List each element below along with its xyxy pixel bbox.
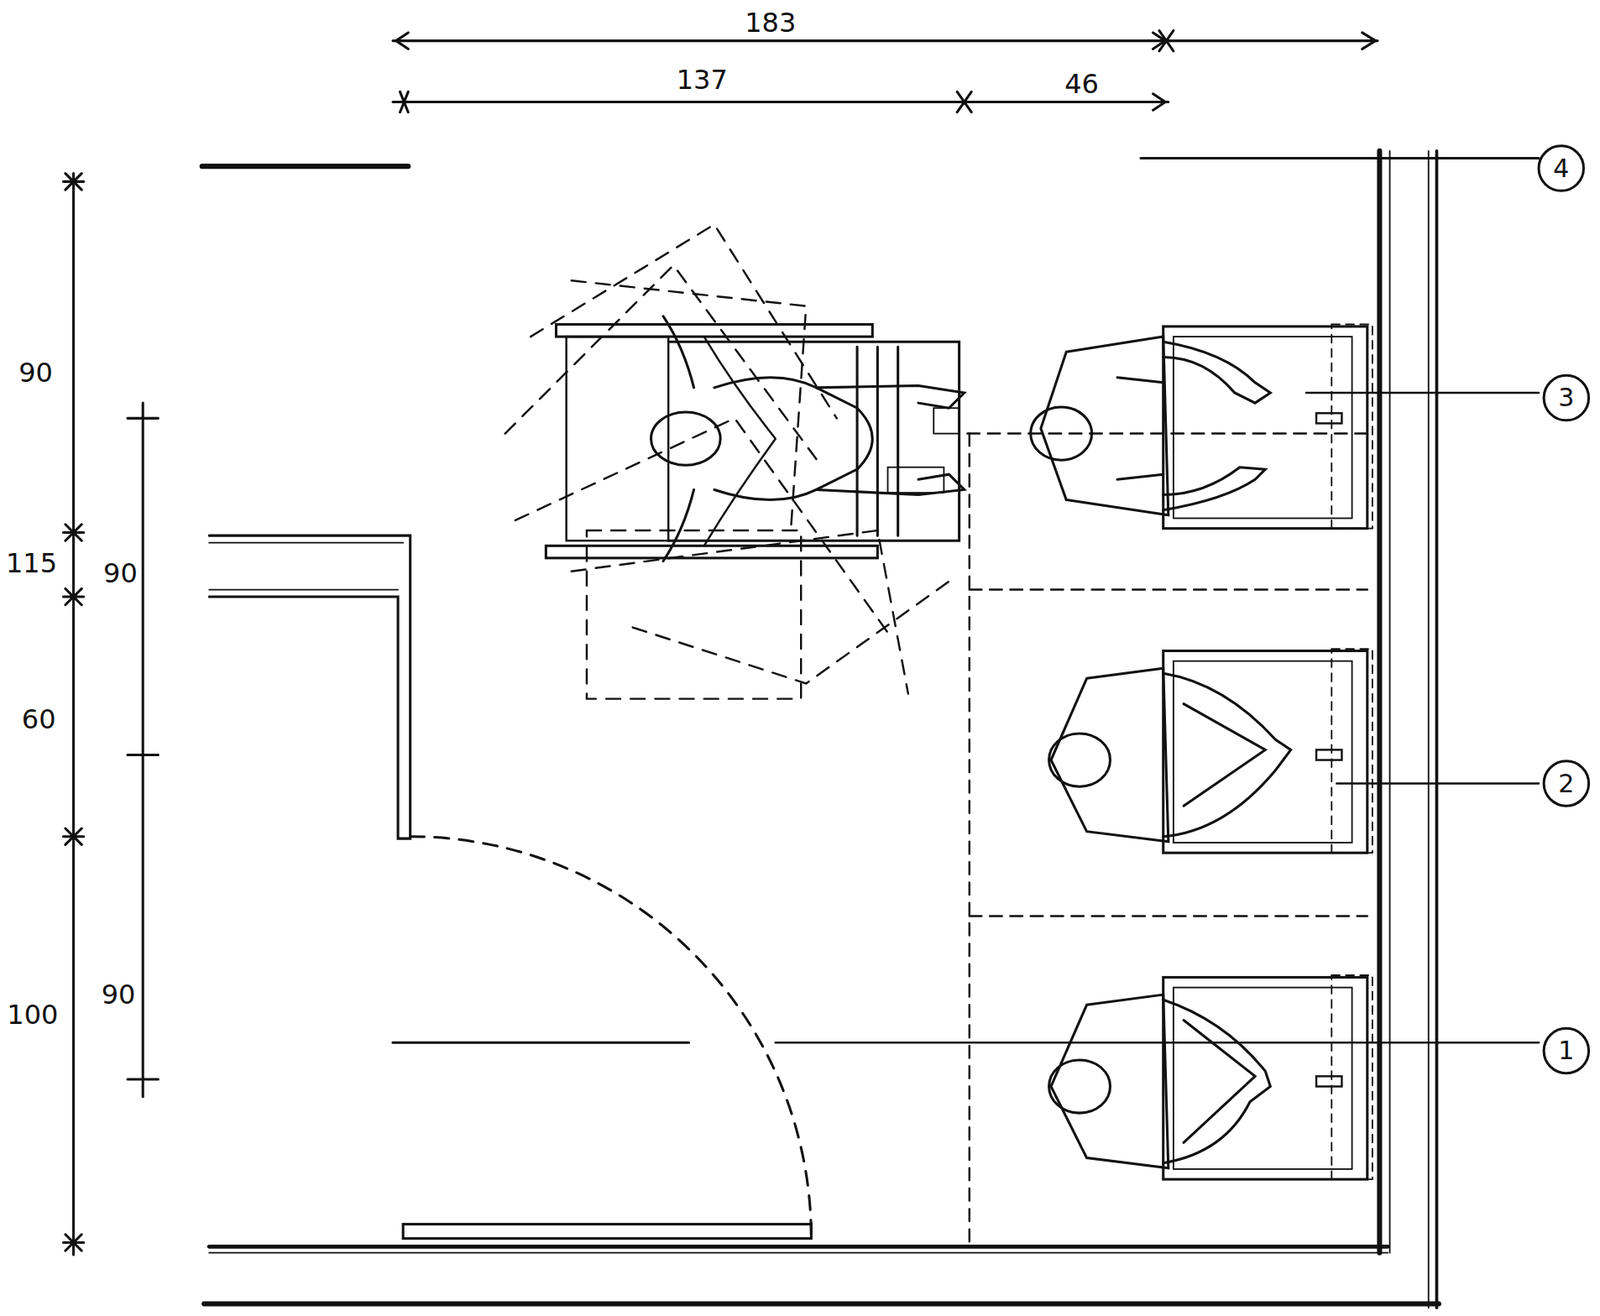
- callout-number: 4: [1552, 156, 1569, 182]
- dimension-text: 90: [15, 358, 56, 387]
- dimension-text: 100: [4, 1000, 61, 1030]
- dimension-text: 60: [19, 705, 59, 734]
- callout-number: 1: [1558, 1038, 1574, 1064]
- dimension-text: 183: [742, 8, 799, 37]
- dimension-text: 115: [3, 549, 60, 578]
- callout-number: 3: [1558, 385, 1574, 411]
- dimension-text: 90: [99, 980, 139, 1010]
- dimension-text: 90: [100, 559, 141, 588]
- dimension-text: 46: [1061, 69, 1102, 99]
- dimension-text: 137: [674, 65, 731, 95]
- callout-number: 2: [1558, 771, 1574, 797]
